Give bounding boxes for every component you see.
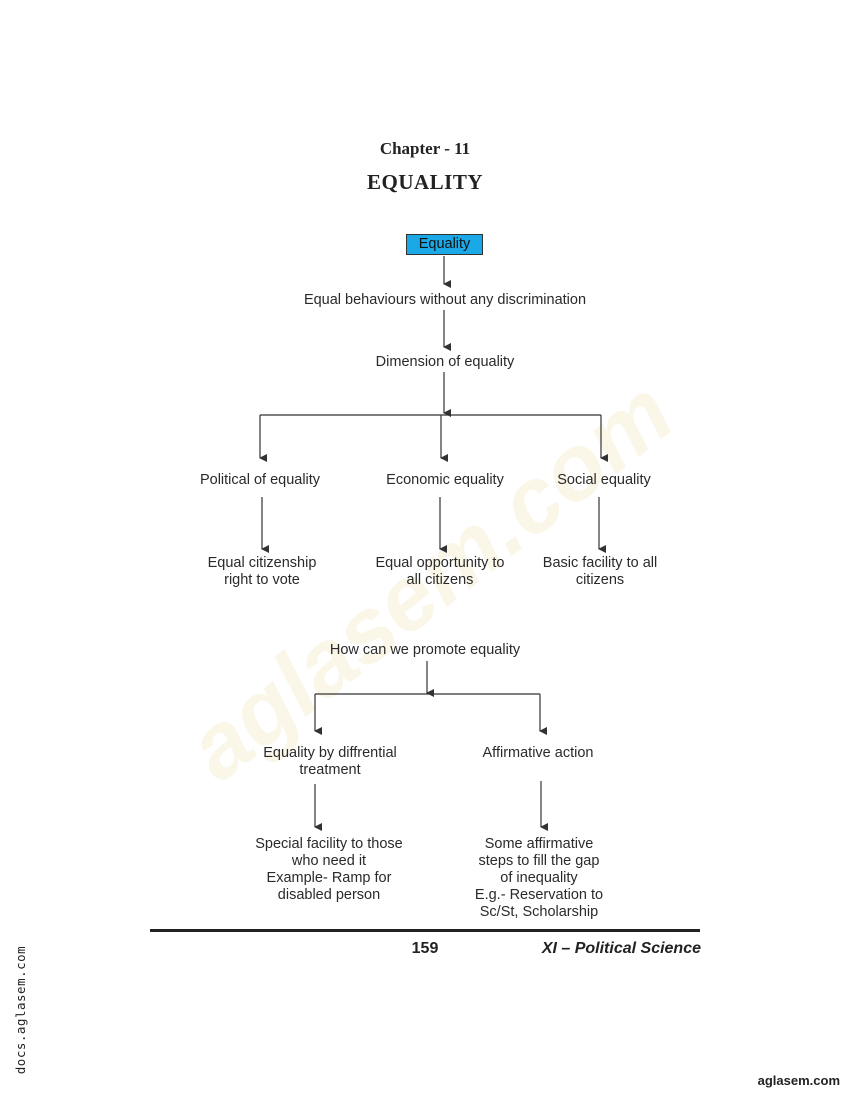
promote-node: How can we promote equality bbox=[329, 642, 521, 658]
chapter-number: Chapter - 11 bbox=[379, 139, 471, 158]
detail-line: Special facility to those bbox=[255, 836, 403, 852]
detail-line: who need it bbox=[291, 853, 367, 869]
definition-node: Equal behaviours without any discriminat… bbox=[303, 292, 587, 308]
detail-line: steps to fill the gap bbox=[478, 853, 600, 869]
political-detail-line: Equal citizenship bbox=[207, 555, 317, 571]
dimension-node: Dimension of equality bbox=[375, 354, 515, 370]
footer-rule bbox=[150, 929, 700, 932]
dimension-political: Political of equality bbox=[199, 472, 321, 488]
detail-line: E.g.- Reservation to bbox=[474, 887, 604, 903]
root-node-equality: Equality bbox=[406, 234, 483, 255]
detail-line: disabled person bbox=[277, 887, 381, 903]
branch-label-line: Affirmative action bbox=[482, 745, 594, 761]
footer-book-title: XI – Political Science bbox=[541, 940, 701, 957]
brand-label: aglasem.com bbox=[757, 1073, 840, 1088]
social-detail-line: Basic facility to all bbox=[542, 555, 658, 571]
branch-affirmative-action: Affirmative action bbox=[438, 745, 638, 762]
economic-detail-line: Equal opportunity to bbox=[375, 555, 505, 571]
economic-detail-line: all citizens bbox=[406, 572, 474, 588]
political-detail: Equal citizenship right to vote bbox=[172, 555, 352, 589]
flowchart-connectors bbox=[259, 256, 608, 831]
dimension-social: Social equality bbox=[557, 472, 651, 488]
political-detail-line: right to vote bbox=[224, 572, 300, 588]
chapter-title: EQUALITY bbox=[366, 170, 484, 194]
social-detail: Basic facility to all citizens bbox=[510, 555, 690, 589]
social-detail-line: citizens bbox=[575, 572, 625, 588]
side-url-text: docs.aglasem.com bbox=[13, 945, 28, 1075]
economic-detail: Equal opportunity to all citizens bbox=[350, 555, 530, 589]
detail-line: Some affirmative bbox=[484, 836, 594, 852]
branch-label-line: Equality by diffrential bbox=[263, 745, 397, 761]
affirmative-detail: Some affirmative steps to fill the gap o… bbox=[429, 836, 649, 921]
differential-detail: Special facility to those who need it Ex… bbox=[219, 836, 439, 904]
detail-line: of inequality bbox=[500, 870, 578, 886]
branch-label-line: treatment bbox=[299, 762, 361, 778]
branch-differential-treatment: Equality by diffrential treatment bbox=[225, 745, 435, 779]
detail-line: Example- Ramp for bbox=[266, 870, 392, 886]
dimension-economic: Economic equality bbox=[386, 472, 504, 488]
page-number: 159 bbox=[411, 940, 439, 957]
detail-line: Sc/St, Scholarship bbox=[479, 904, 599, 920]
